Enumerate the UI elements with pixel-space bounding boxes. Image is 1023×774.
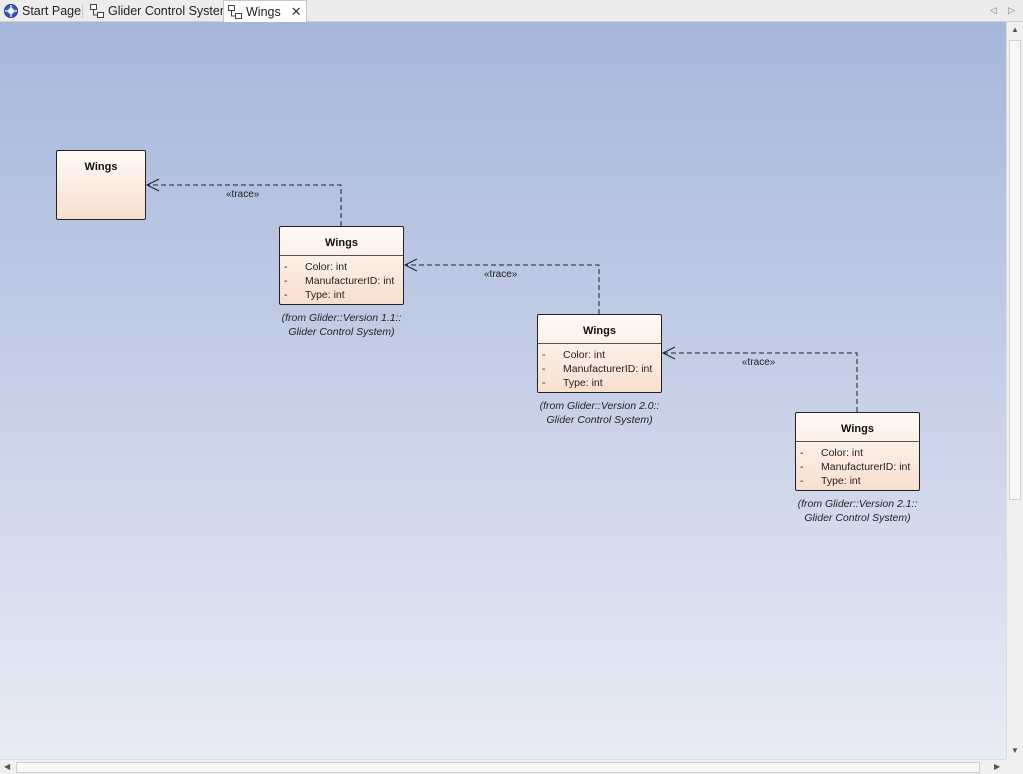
tab-scroll-right-icon[interactable]: ▷	[1008, 5, 1015, 15]
scroll-down-icon[interactable]: ▼	[1011, 746, 1019, 755]
attribute-row[interactable]: -Type: int	[800, 475, 861, 487]
tab-start-page[interactable]: Start Page	[0, 0, 81, 22]
close-icon[interactable]: ✕	[290, 4, 302, 19]
scroll-up-icon[interactable]: ▲	[1011, 25, 1019, 34]
package-source-note: (from Glider::Version 2.0:: Glider Contr…	[539, 400, 660, 426]
start-page-icon	[3, 3, 19, 19]
attribute-row[interactable]: -Color: int	[284, 261, 348, 273]
attribute-row[interactable]: -Color: int	[542, 349, 606, 361]
trace-link[interactable]	[661, 346, 858, 412]
class-box-wings[interactable]: Wings -Color: int -ManufacturerID: int -…	[537, 314, 662, 393]
attribute-compartment: -Color: int -ManufacturerID: int -Type: …	[538, 343, 661, 390]
diagram-icon	[227, 4, 243, 20]
attribute-row[interactable]: -ManufacturerID: int	[542, 363, 653, 375]
scrollbar-corner	[1006, 759, 1023, 774]
class-box-wings[interactable]: Wings -Color: int -ManufacturerID: int -…	[795, 412, 920, 491]
tab-divider	[82, 4, 83, 18]
tab-label: Wings	[246, 5, 281, 19]
horizontal-scrollbar[interactable]: ◀ ▶	[0, 759, 1006, 774]
trace-stereotype-label: «trace»	[484, 269, 518, 280]
vertical-scrollbar[interactable]: ▲ ▼	[1006, 22, 1023, 759]
trace-link[interactable]	[403, 258, 600, 314]
trace-link[interactable]	[145, 178, 342, 226]
attribute-row[interactable]: -Type: int	[542, 377, 603, 389]
attribute-row[interactable]: -ManufacturerID: int	[800, 461, 911, 473]
class-name: Wings	[325, 237, 358, 249]
trace-stereotype-label: «trace»	[742, 357, 776, 368]
trace-stereotype-label: «trace»	[226, 189, 260, 200]
attribute-row[interactable]: -Color: int	[800, 447, 864, 459]
class-box-wings[interactable]: Wings	[56, 150, 146, 220]
tab-glider-control-system[interactable]: Glider Control System	[86, 0, 230, 22]
scroll-left-icon[interactable]: ◀	[4, 762, 11, 771]
trace-connectors	[145, 178, 858, 412]
class-name: Wings	[841, 423, 874, 435]
document-tab-bar: Start Page Glider Control System Wings ✕…	[0, 0, 1023, 23]
diagram-canvas[interactable]: «trace» «trace» «trace» Wings Wings -Col…	[0, 22, 1006, 759]
class-name: Wings	[84, 161, 118, 173]
attribute-row[interactable]: -ManufacturerID: int	[284, 275, 395, 287]
class-box-wings[interactable]: Wings -Color: int -ManufacturerID: int -…	[279, 226, 404, 305]
package-source-note: (from Glider::Version 2.1:: Glider Contr…	[797, 498, 918, 524]
package-source-note: (from Glider::Version 1.1:: Glider Contr…	[281, 312, 402, 338]
attribute-compartment: -Color: int -ManufacturerID: int -Type: …	[280, 255, 403, 302]
attribute-row[interactable]: -Type: int	[284, 289, 345, 301]
tab-label: Start Page	[22, 4, 82, 18]
class-name: Wings	[583, 325, 616, 337]
horizontal-scroll-thumb[interactable]	[16, 762, 980, 773]
vertical-scroll-thumb[interactable]	[1009, 40, 1021, 500]
tab-scroll-left-icon[interactable]: ◁	[990, 5, 997, 15]
attribute-compartment: -Color: int -ManufacturerID: int -Type: …	[796, 441, 919, 488]
tab-label: Glider Control System	[108, 4, 231, 18]
tab-wings[interactable]: Wings ✕	[223, 0, 307, 23]
diagram-icon	[89, 3, 105, 19]
scroll-right-icon[interactable]: ▶	[994, 762, 1001, 771]
